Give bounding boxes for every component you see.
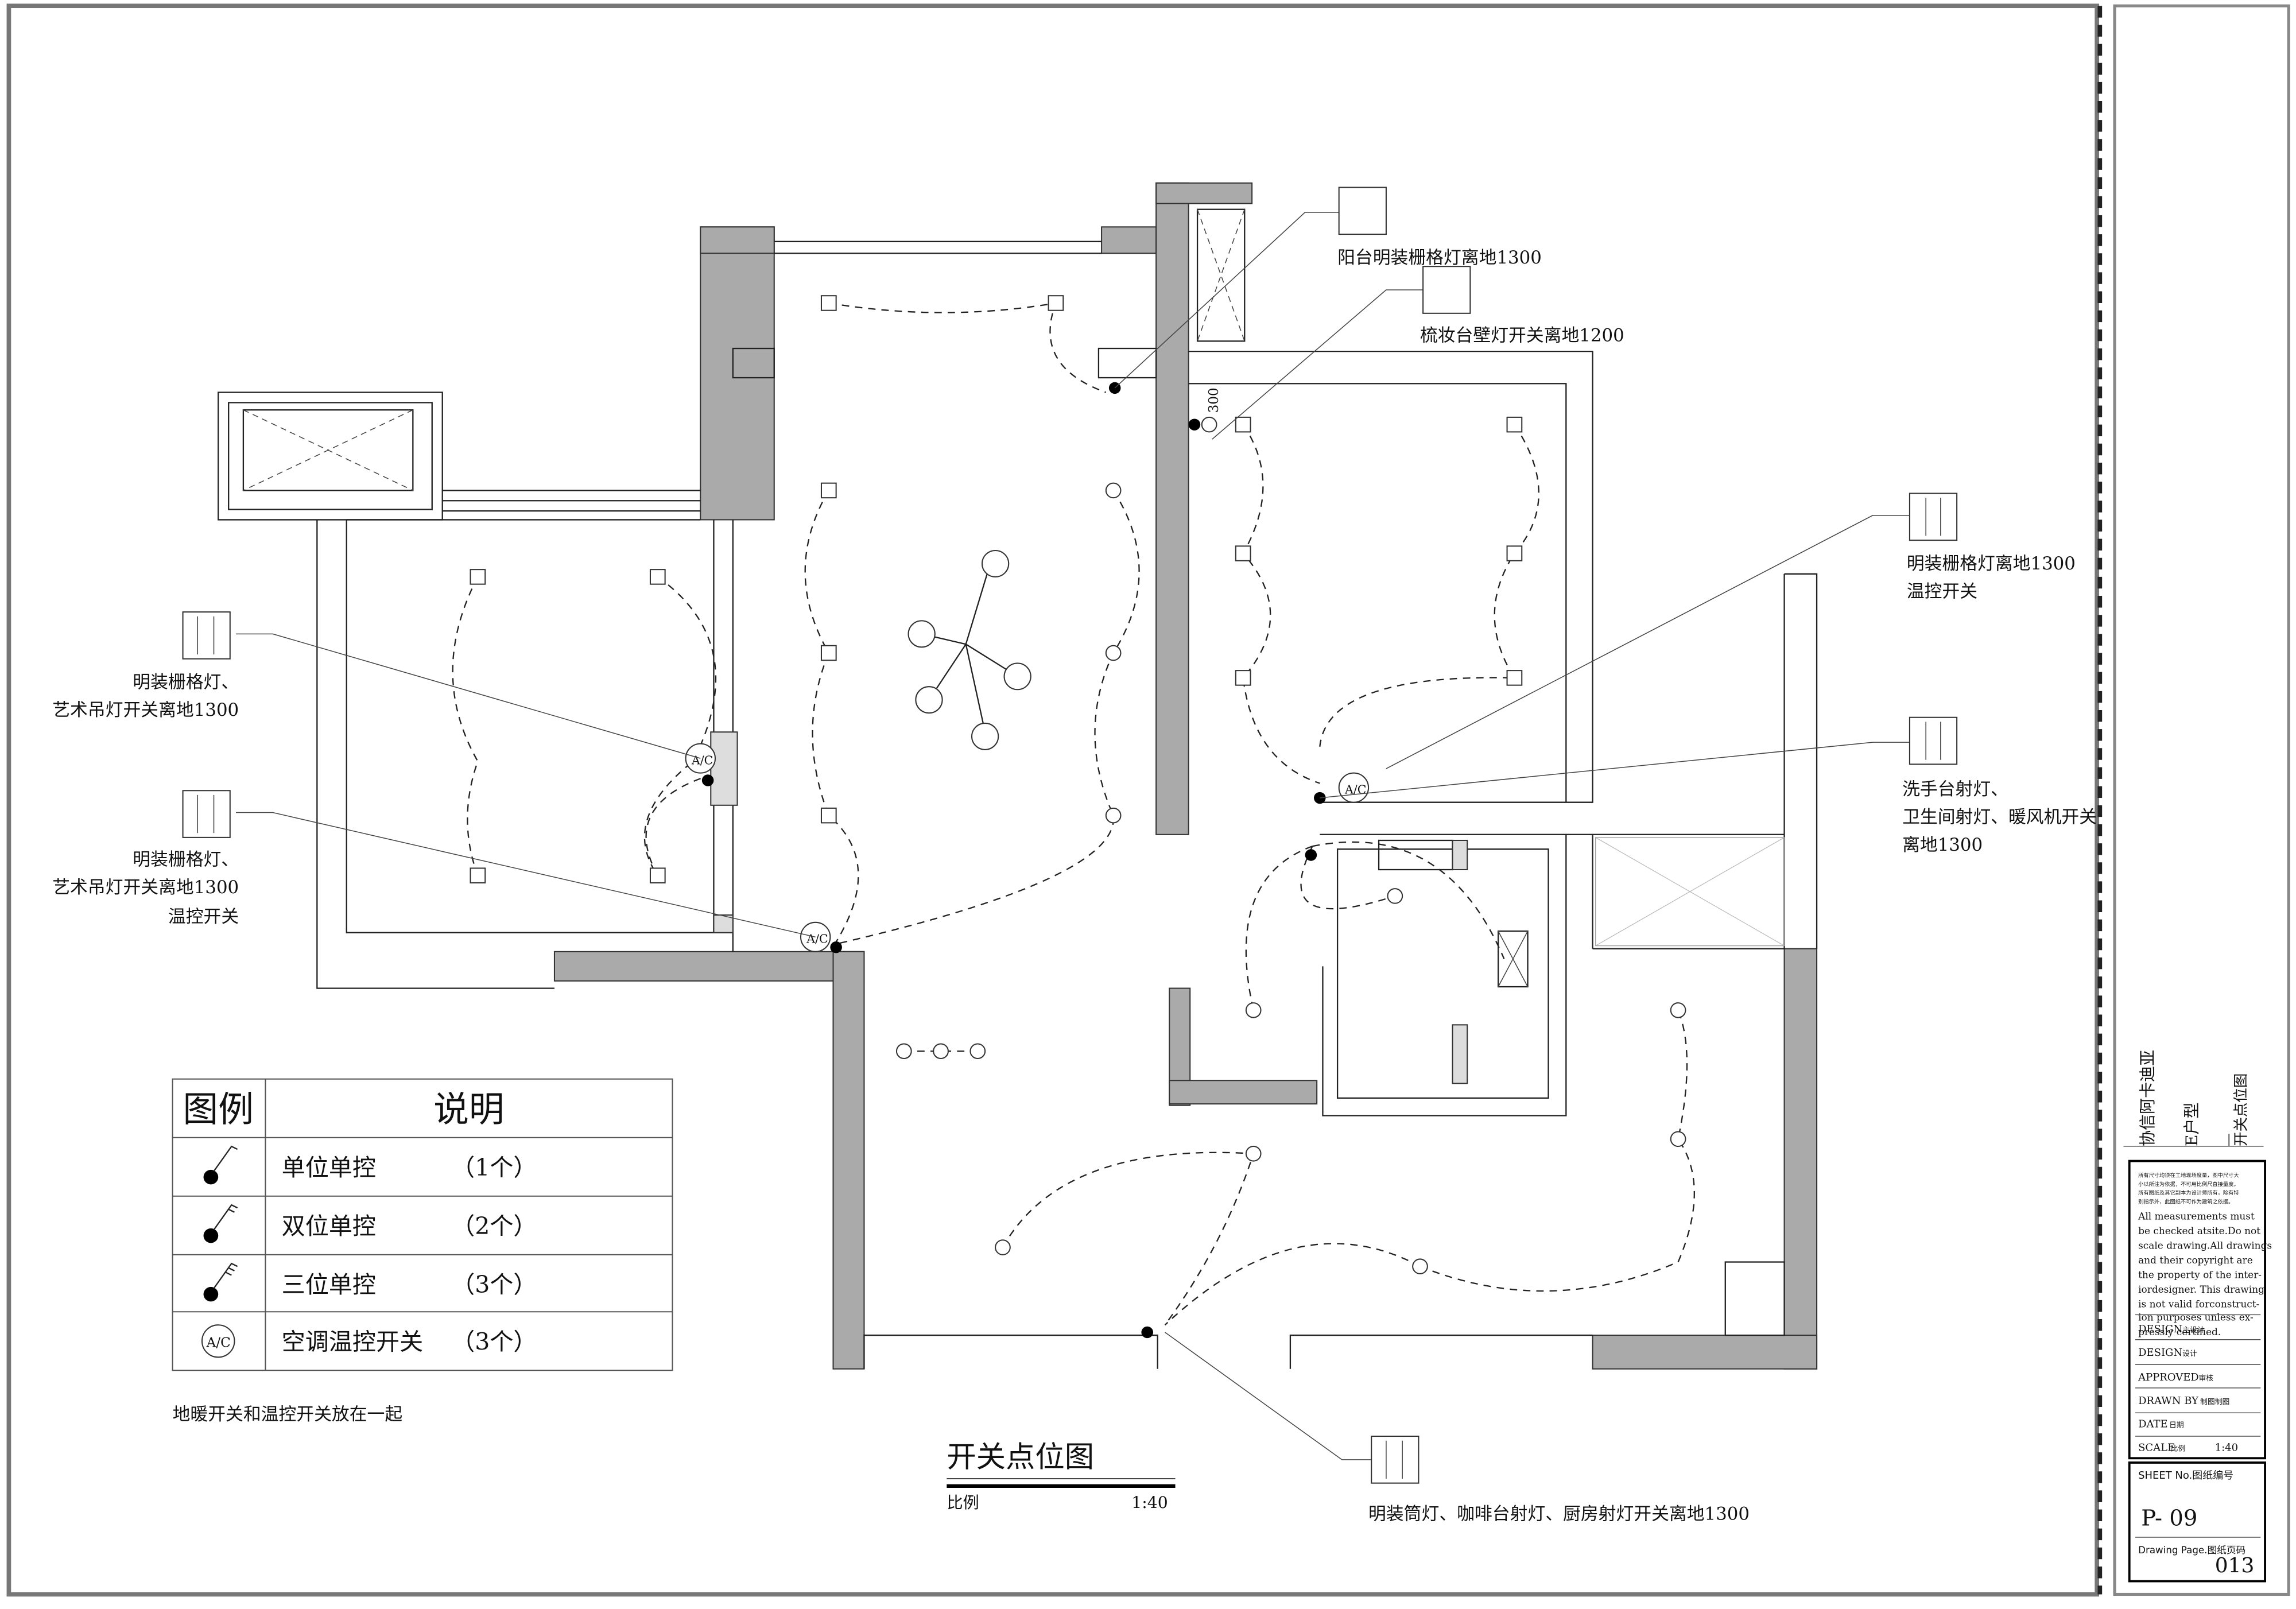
notice-en: All measurements must be checked atsite.…	[2138, 1211, 2272, 1337]
svg-text:DESIGN: DESIGN	[2138, 1323, 2182, 1335]
dimension-300: 300	[1207, 387, 1221, 413]
svg-text:and their copyright are: and their copyright are	[2138, 1254, 2253, 1266]
sheet-border	[6, 3, 2100, 1597]
legend-note: 地暖开关和温控开关放在一起	[173, 1404, 403, 1425]
svg-text:APPROVED: APPROVED	[2138, 1371, 2199, 1383]
sheet-no-label: SHEET No.图纸编号	[2138, 1470, 2233, 1482]
sheet-name: 开关点位图	[2233, 1073, 2250, 1146]
legend-count: （2个）	[451, 1212, 537, 1240]
svg-text:1:40: 1:40	[2215, 1442, 2238, 1454]
svg-text:所有图纸及其它副本为设计师所有，除有特: 所有图纸及其它副本为设计师所有，除有特	[2138, 1189, 2239, 1196]
svg-text:设计: 设计	[2182, 1350, 2197, 1358]
legend-col-desc: 说明	[433, 1090, 504, 1130]
triple-switch-icon	[203, 1262, 238, 1302]
svg-text:小以所注为依据，不可用比例尺直接量度。: 小以所注为依据，不可用比例尺直接量度。	[2138, 1181, 2239, 1188]
svg-text:所有尺寸均须在工地现场度量，图中尺寸大: 所有尺寸均须在工地现场度量，图中尺寸大	[2138, 1172, 2239, 1179]
svg-text:制图: 制图	[2215, 1398, 2230, 1406]
ac-thermostat-icon	[685, 743, 1370, 952]
label-bedroom2-2: 温控开关	[1907, 581, 1977, 602]
svg-text:A/C: A/C	[1344, 782, 1366, 796]
switch-points: A/C A/C A/C 300	[685, 382, 1370, 1339]
leaders	[182, 187, 1958, 1484]
label-vanity: 梳妆台壁灯开关离地1200	[1420, 325, 1624, 346]
label-room-b-2: 艺术吊灯开关离地1300	[52, 877, 239, 898]
svg-text:DESIGN: DESIGN	[2138, 1347, 2182, 1359]
drawing-title: 开关点位图 比例 1:40	[947, 1440, 1176, 1512]
svg-text:A/C: A/C	[806, 932, 828, 946]
drawing-title-text: 开关点位图	[947, 1440, 1094, 1475]
spotlight-icon	[895, 416, 1686, 1274]
legend-count: （1个）	[451, 1154, 537, 1181]
annotation-labels: 阳台明装栅格灯离地1300 梳妆台壁灯开关离地1200 明装栅格灯离地1300 …	[52, 247, 2097, 1524]
light-fixtures	[470, 295, 1686, 1274]
label-bath-1: 洗手台射灯、	[1902, 779, 2008, 800]
label-balcony: 阳台明装栅格灯离地1300	[1337, 247, 1542, 268]
double-switch-icon	[203, 1204, 238, 1243]
svg-text:日期: 日期	[2169, 1421, 2184, 1430]
svg-text:A/C: A/C	[691, 753, 713, 767]
legend-label: 三位单控	[282, 1271, 376, 1298]
legend-label: 双位单控	[282, 1212, 376, 1240]
title-block-frame	[2113, 4, 2290, 1596]
label-living: 明装筒灯、咖啡台射灯、厨房射灯开关离地1300	[1368, 1504, 1750, 1525]
label-bath-3: 离地1300	[1902, 835, 1983, 855]
title-block: 协信阿卡迪亚 E户型 — 开关点位图 所有尺寸均须在工地现场度量，图中尺寸大 小…	[2123, 1050, 2272, 1583]
chandelier-icon	[907, 549, 1031, 750]
scale-label: 比例	[947, 1493, 979, 1512]
svg-text:is not valid forconstruct-: is not valid forconstruct-	[2138, 1298, 2259, 1310]
switch-icon	[701, 382, 1326, 1339]
svg-text:比例: 比例	[2171, 1445, 2186, 1453]
label-room-b-1: 明装栅格灯、	[133, 849, 239, 870]
svg-text:审核: 审核	[2198, 1374, 2213, 1383]
legend-label: 单位单控	[282, 1154, 376, 1181]
ac-thermostat-icon: A/C	[201, 1324, 235, 1358]
svg-text:iordesigner. This drawing: iordesigner. This drawing	[2138, 1284, 2264, 1295]
legend-col-symbol: 图例	[183, 1090, 254, 1130]
svg-text:pressly certified.: pressly certified.	[2138, 1326, 2221, 1337]
svg-text:制图: 制图	[2200, 1398, 2215, 1406]
label-room-a-1: 明装栅格灯、	[133, 672, 239, 693]
svg-text:主设计: 主设计	[2182, 1326, 2205, 1335]
page-label: Drawing Page.图纸页码	[2138, 1545, 2245, 1556]
svg-text:SCALE: SCALE	[2138, 1442, 2175, 1454]
svg-text:DRAWN BY: DRAWN BY	[2138, 1395, 2198, 1407]
floor-plan	[218, 182, 1818, 1370]
legend-table: 图例 说明 A/C 单位单控 （1个） 双位单控 （2个） 三位单控 （3个） …	[172, 1078, 673, 1425]
svg-text:ion purposes unless ex-: ion purposes unless ex-	[2138, 1312, 2254, 1323]
svg-text:the property of the inter-: the property of the inter-	[2138, 1269, 2262, 1281]
project-name: 协信阿卡迪亚	[2138, 1050, 2157, 1146]
switch-plate-icon	[182, 187, 1958, 1484]
sheet-no: P- 09	[2141, 1506, 2197, 1532]
label-room-b-3: 温控开关	[168, 906, 239, 927]
circuit-wires	[452, 302, 1695, 1326]
legend-label: 空调温控开关	[282, 1328, 424, 1356]
label-bath-2: 卫生间射灯、暖风机开关	[1902, 807, 2097, 827]
grid-light-icon	[470, 295, 1523, 883]
svg-text:A/C: A/C	[206, 1336, 231, 1351]
svg-text:别指示外，此图纸不可作为建筑之依据。: 别指示外，此图纸不可作为建筑之依据。	[2138, 1199, 2233, 1205]
legend-count: （3个）	[451, 1328, 537, 1356]
label-room-a-2: 艺术吊灯开关离地1300	[52, 700, 239, 720]
page-no: 013	[2215, 1554, 2255, 1577]
label-bedroom2-1: 明装栅格灯离地1300	[1907, 553, 2076, 574]
svg-text:scale drawing.All drawings: scale drawing.All drawings	[2138, 1240, 2272, 1251]
dash: —	[2221, 1133, 2236, 1146]
svg-text:All measurements must: All measurements must	[2138, 1211, 2255, 1222]
unit-type: E户型	[2182, 1102, 2201, 1146]
single-switch-icon	[203, 1145, 238, 1185]
svg-text:DATE: DATE	[2138, 1418, 2168, 1430]
legend-count: （3个）	[451, 1271, 537, 1298]
svg-text:be checked atsite.Do not: be checked atsite.Do not	[2138, 1225, 2260, 1236]
scale-value: 1:40	[1131, 1493, 1168, 1512]
